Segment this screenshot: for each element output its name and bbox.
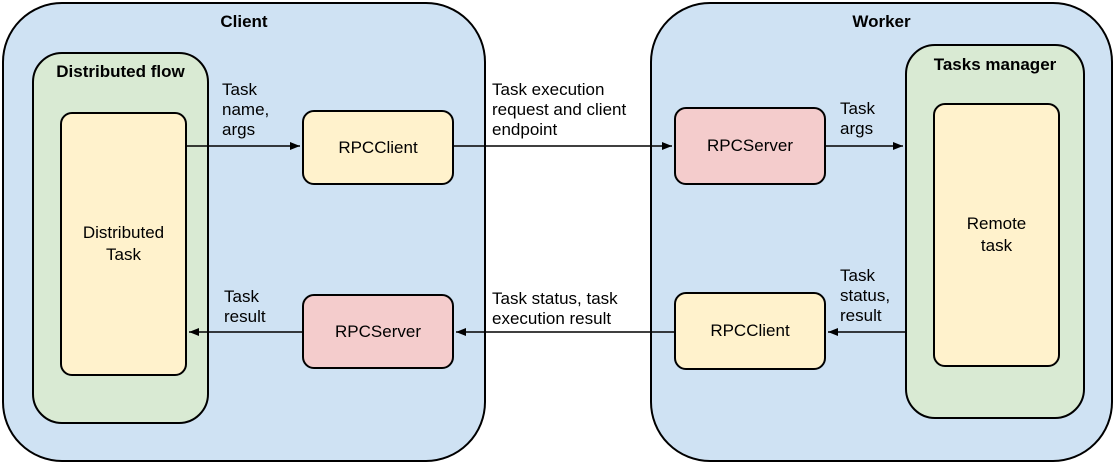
label-execution-request: Task execution request and client endpoi… [492, 80, 627, 139]
label-task-result: Task result [224, 287, 266, 326]
client-rpcserver-label: RPCServer [335, 321, 421, 341]
worker-rpcclient-label: RPCClient [710, 321, 790, 340]
distributed-task-label: Distributed Task [82, 223, 165, 264]
label-status-execution-result: Task status, task execution result [492, 289, 618, 328]
worker-rpcclient-node: RPCClient [674, 292, 826, 370]
client-rpcclient-label: RPCClient [338, 137, 418, 157]
client-rpcclient-node: RPCClient [302, 110, 454, 185]
client-title: Client [220, 12, 268, 31]
remote-task-label: Remote task [966, 214, 1027, 255]
worker-rpcserver-label: RPCServer [707, 136, 793, 155]
distributed-flow-title: Distributed flow [56, 62, 185, 81]
tasks-manager-title: Tasks manager [933, 55, 1057, 74]
worker-rpcserver-node: RPCServer [674, 107, 826, 185]
label-task-name-args: Task name, args [222, 80, 270, 139]
label-task-args: Task args [840, 99, 875, 138]
client-rpcserver-node: RPCServer [302, 294, 454, 369]
remote-task-node: Remote task [933, 103, 1060, 367]
distributed-task-node: Distributed Task [60, 112, 187, 376]
label-task-status-result: Task status, result [840, 266, 891, 325]
worker-title: Worker [852, 12, 911, 31]
